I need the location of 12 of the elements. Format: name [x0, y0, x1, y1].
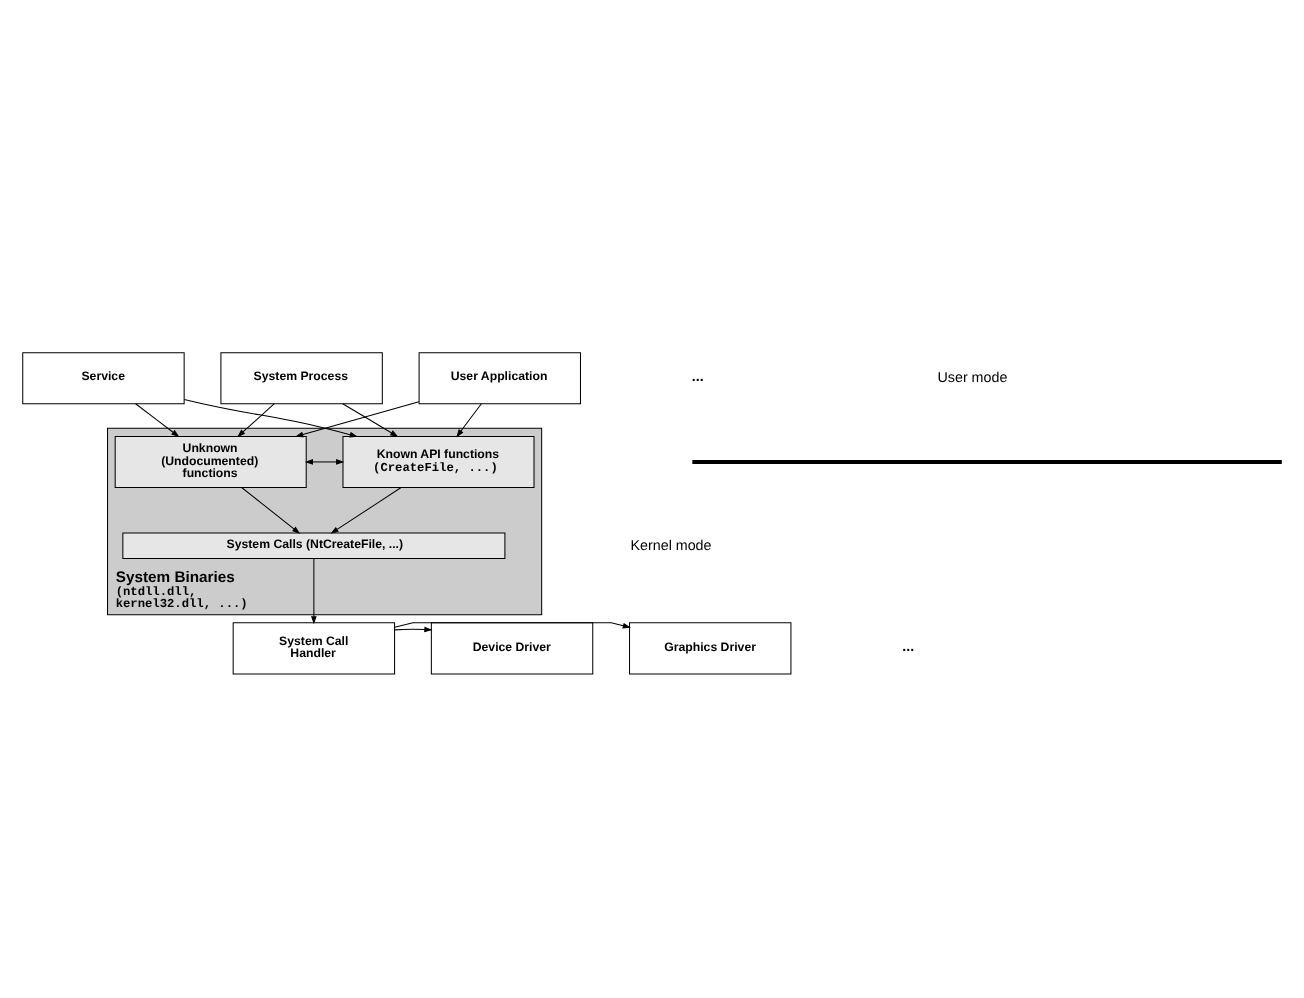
arrow [394, 621, 631, 628]
arrow [135, 402, 180, 437]
arrow [311, 557, 317, 624]
arrow [394, 625, 433, 632]
arrow [237, 402, 275, 437]
arrow [304, 458, 345, 464]
arrow [456, 402, 482, 437]
arrow [295, 400, 420, 437]
arrow [330, 486, 402, 533]
arrow [183, 398, 358, 437]
arrow [241, 486, 301, 533]
arrow [342, 402, 399, 436]
